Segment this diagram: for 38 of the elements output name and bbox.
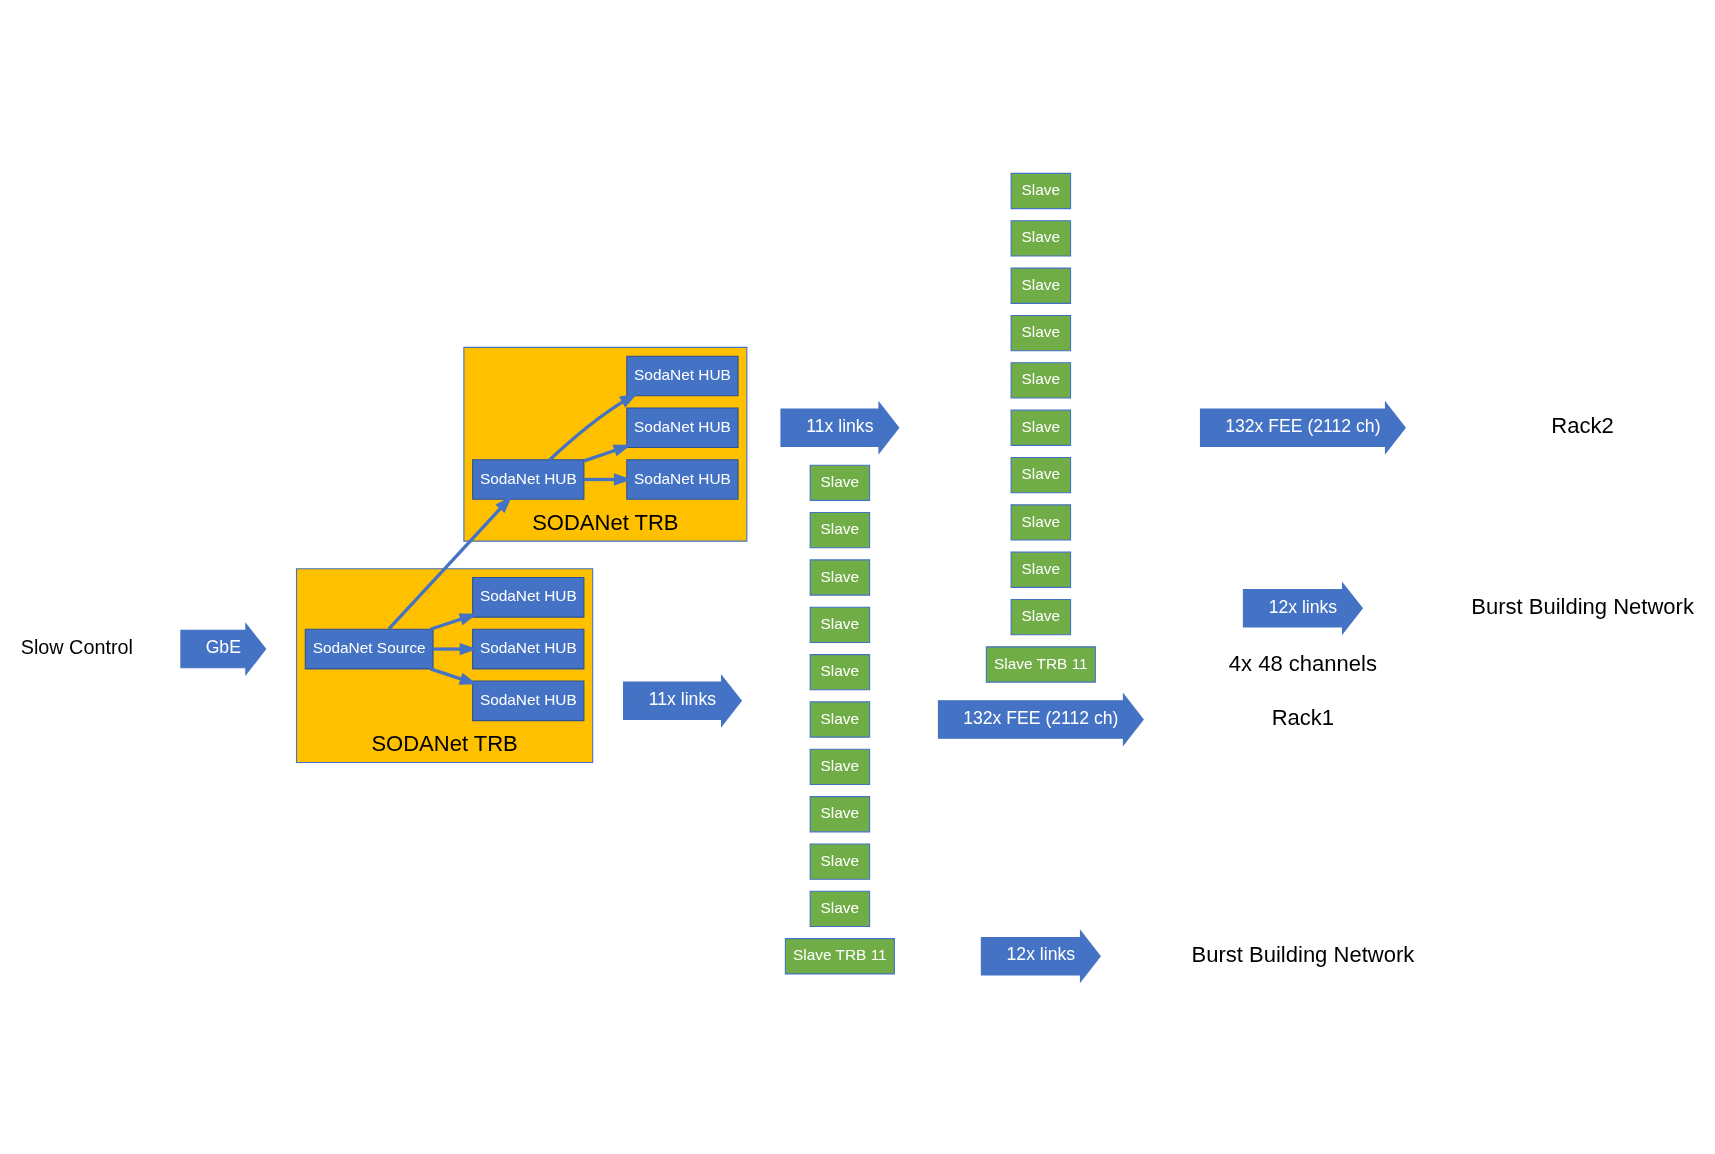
- node-box: Slave: [1010, 598, 1072, 635]
- node-box: Slave: [809, 653, 871, 690]
- node-box: Slave: [1010, 361, 1072, 399]
- arrow: [387, 495, 512, 630]
- node-box: Slave: [1010, 219, 1072, 257]
- node-box: SodaNet HUB: [472, 628, 585, 669]
- node-box: Slave: [809, 748, 871, 785]
- label: Burst Building Network: [1191, 941, 1415, 967]
- node-box: Slave TRB 11: [784, 937, 895, 974]
- label: Rack2: [1551, 412, 1614, 438]
- node-box: Slave: [1010, 314, 1072, 351]
- node-box: Slave: [1010, 456, 1072, 493]
- node-box: SodaNet Source: [304, 628, 434, 669]
- arrow: [548, 392, 638, 461]
- node-label: Slow Control: [20, 635, 133, 658]
- node-box: Slave: [1010, 551, 1072, 588]
- node-box: Slave: [809, 890, 871, 927]
- node-box: Slave: [1010, 267, 1072, 304]
- node-box: SodaNet HUB: [472, 458, 585, 500]
- node-box: SodaNet HUB: [472, 679, 585, 721]
- node-box: Slave: [809, 558, 871, 596]
- node-box: Slave: [1010, 172, 1072, 209]
- node-box: Slave: [809, 842, 871, 880]
- node-box: Slave: [809, 795, 871, 832]
- node-box: SodaNet HUB: [472, 576, 585, 618]
- node-box: Slave: [1010, 409, 1072, 446]
- node-box: SodaNet HUB: [626, 406, 739, 448]
- node-box: Slave: [809, 464, 871, 501]
- node-box: SodaNet HUB: [626, 355, 739, 396]
- label: Burst Building Network: [1471, 593, 1694, 619]
- label: 4x 48 channels: [1228, 650, 1377, 676]
- node-box: Slave TRB 11: [985, 645, 1096, 683]
- node-box: Slave: [809, 700, 871, 738]
- node-box: Slave: [809, 606, 871, 643]
- node-box: Slave: [1010, 503, 1072, 541]
- label: Rack1: [1271, 704, 1335, 730]
- node-box: Slave: [809, 511, 871, 548]
- node-box: SodaNet HUB: [626, 458, 739, 500]
